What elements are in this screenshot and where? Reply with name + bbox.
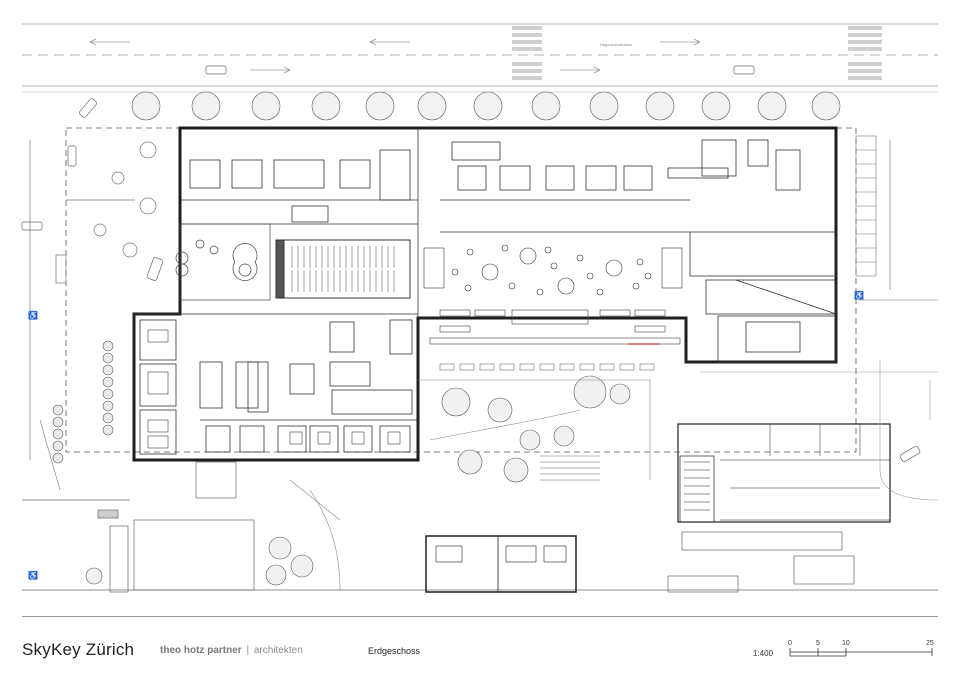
left-site bbox=[29, 140, 157, 460]
courtyard-landscape bbox=[85, 375, 631, 586]
floor-name: Erdgeschoss bbox=[368, 646, 421, 656]
scalebar-tick-25: 25 bbox=[926, 640, 934, 647]
hedge-left bbox=[52, 340, 114, 464]
courtyard-paths bbox=[289, 379, 651, 591]
scalebar-tick-0: 0 bbox=[788, 640, 792, 647]
floor-plan: Hagenholzstrasse bbox=[21, 23, 939, 593]
scale-ratio: 1:400 bbox=[753, 649, 774, 658]
north-wing-rooms bbox=[180, 128, 837, 363]
street bbox=[22, 23, 938, 93]
stairs-south bbox=[540, 455, 600, 481]
street-arrows bbox=[89, 38, 701, 74]
central-hall bbox=[423, 244, 683, 296]
south-wing bbox=[134, 313, 418, 455]
main-building bbox=[132, 126, 838, 462]
scale-bar: 0 5 10 25 bbox=[788, 640, 934, 657]
east-building bbox=[677, 423, 891, 523]
firm-descriptor: architekten bbox=[253, 645, 303, 656]
lower-site bbox=[22, 419, 938, 593]
street-trees bbox=[131, 91, 841, 121]
auditorium-seats bbox=[288, 246, 404, 292]
crosswalk-left bbox=[512, 26, 542, 80]
crosswalk-right bbox=[848, 26, 882, 80]
firm-separator: | bbox=[246, 645, 250, 656]
scalebar-tick-5: 5 bbox=[816, 640, 820, 647]
footer-divider bbox=[22, 616, 938, 617]
west-lounge bbox=[175, 223, 271, 301]
street-label: Hagenholzstrasse bbox=[600, 42, 633, 47]
accessible-parking-icon-2: ♿ bbox=[28, 570, 38, 580]
meeting-tables bbox=[147, 329, 401, 449]
accessible-parking-icon: ♿ bbox=[28, 310, 38, 320]
cafeteria-benches bbox=[429, 309, 681, 345]
project-title: SkyKey Zürich bbox=[22, 640, 135, 659]
scalebar-tick-10: 10 bbox=[842, 640, 850, 647]
terrace-seating bbox=[439, 363, 655, 371]
cars bbox=[21, 65, 921, 463]
right-parking bbox=[855, 135, 938, 301]
accessible-parking-icon-3: ♿ bbox=[854, 290, 864, 300]
auditorium bbox=[275, 239, 411, 299]
neighbour-building bbox=[425, 535, 577, 593]
east-site bbox=[700, 360, 939, 501]
architect-credit: theo hotz partner | architekten bbox=[160, 645, 303, 656]
firm-name: theo hotz partner bbox=[160, 645, 242, 656]
